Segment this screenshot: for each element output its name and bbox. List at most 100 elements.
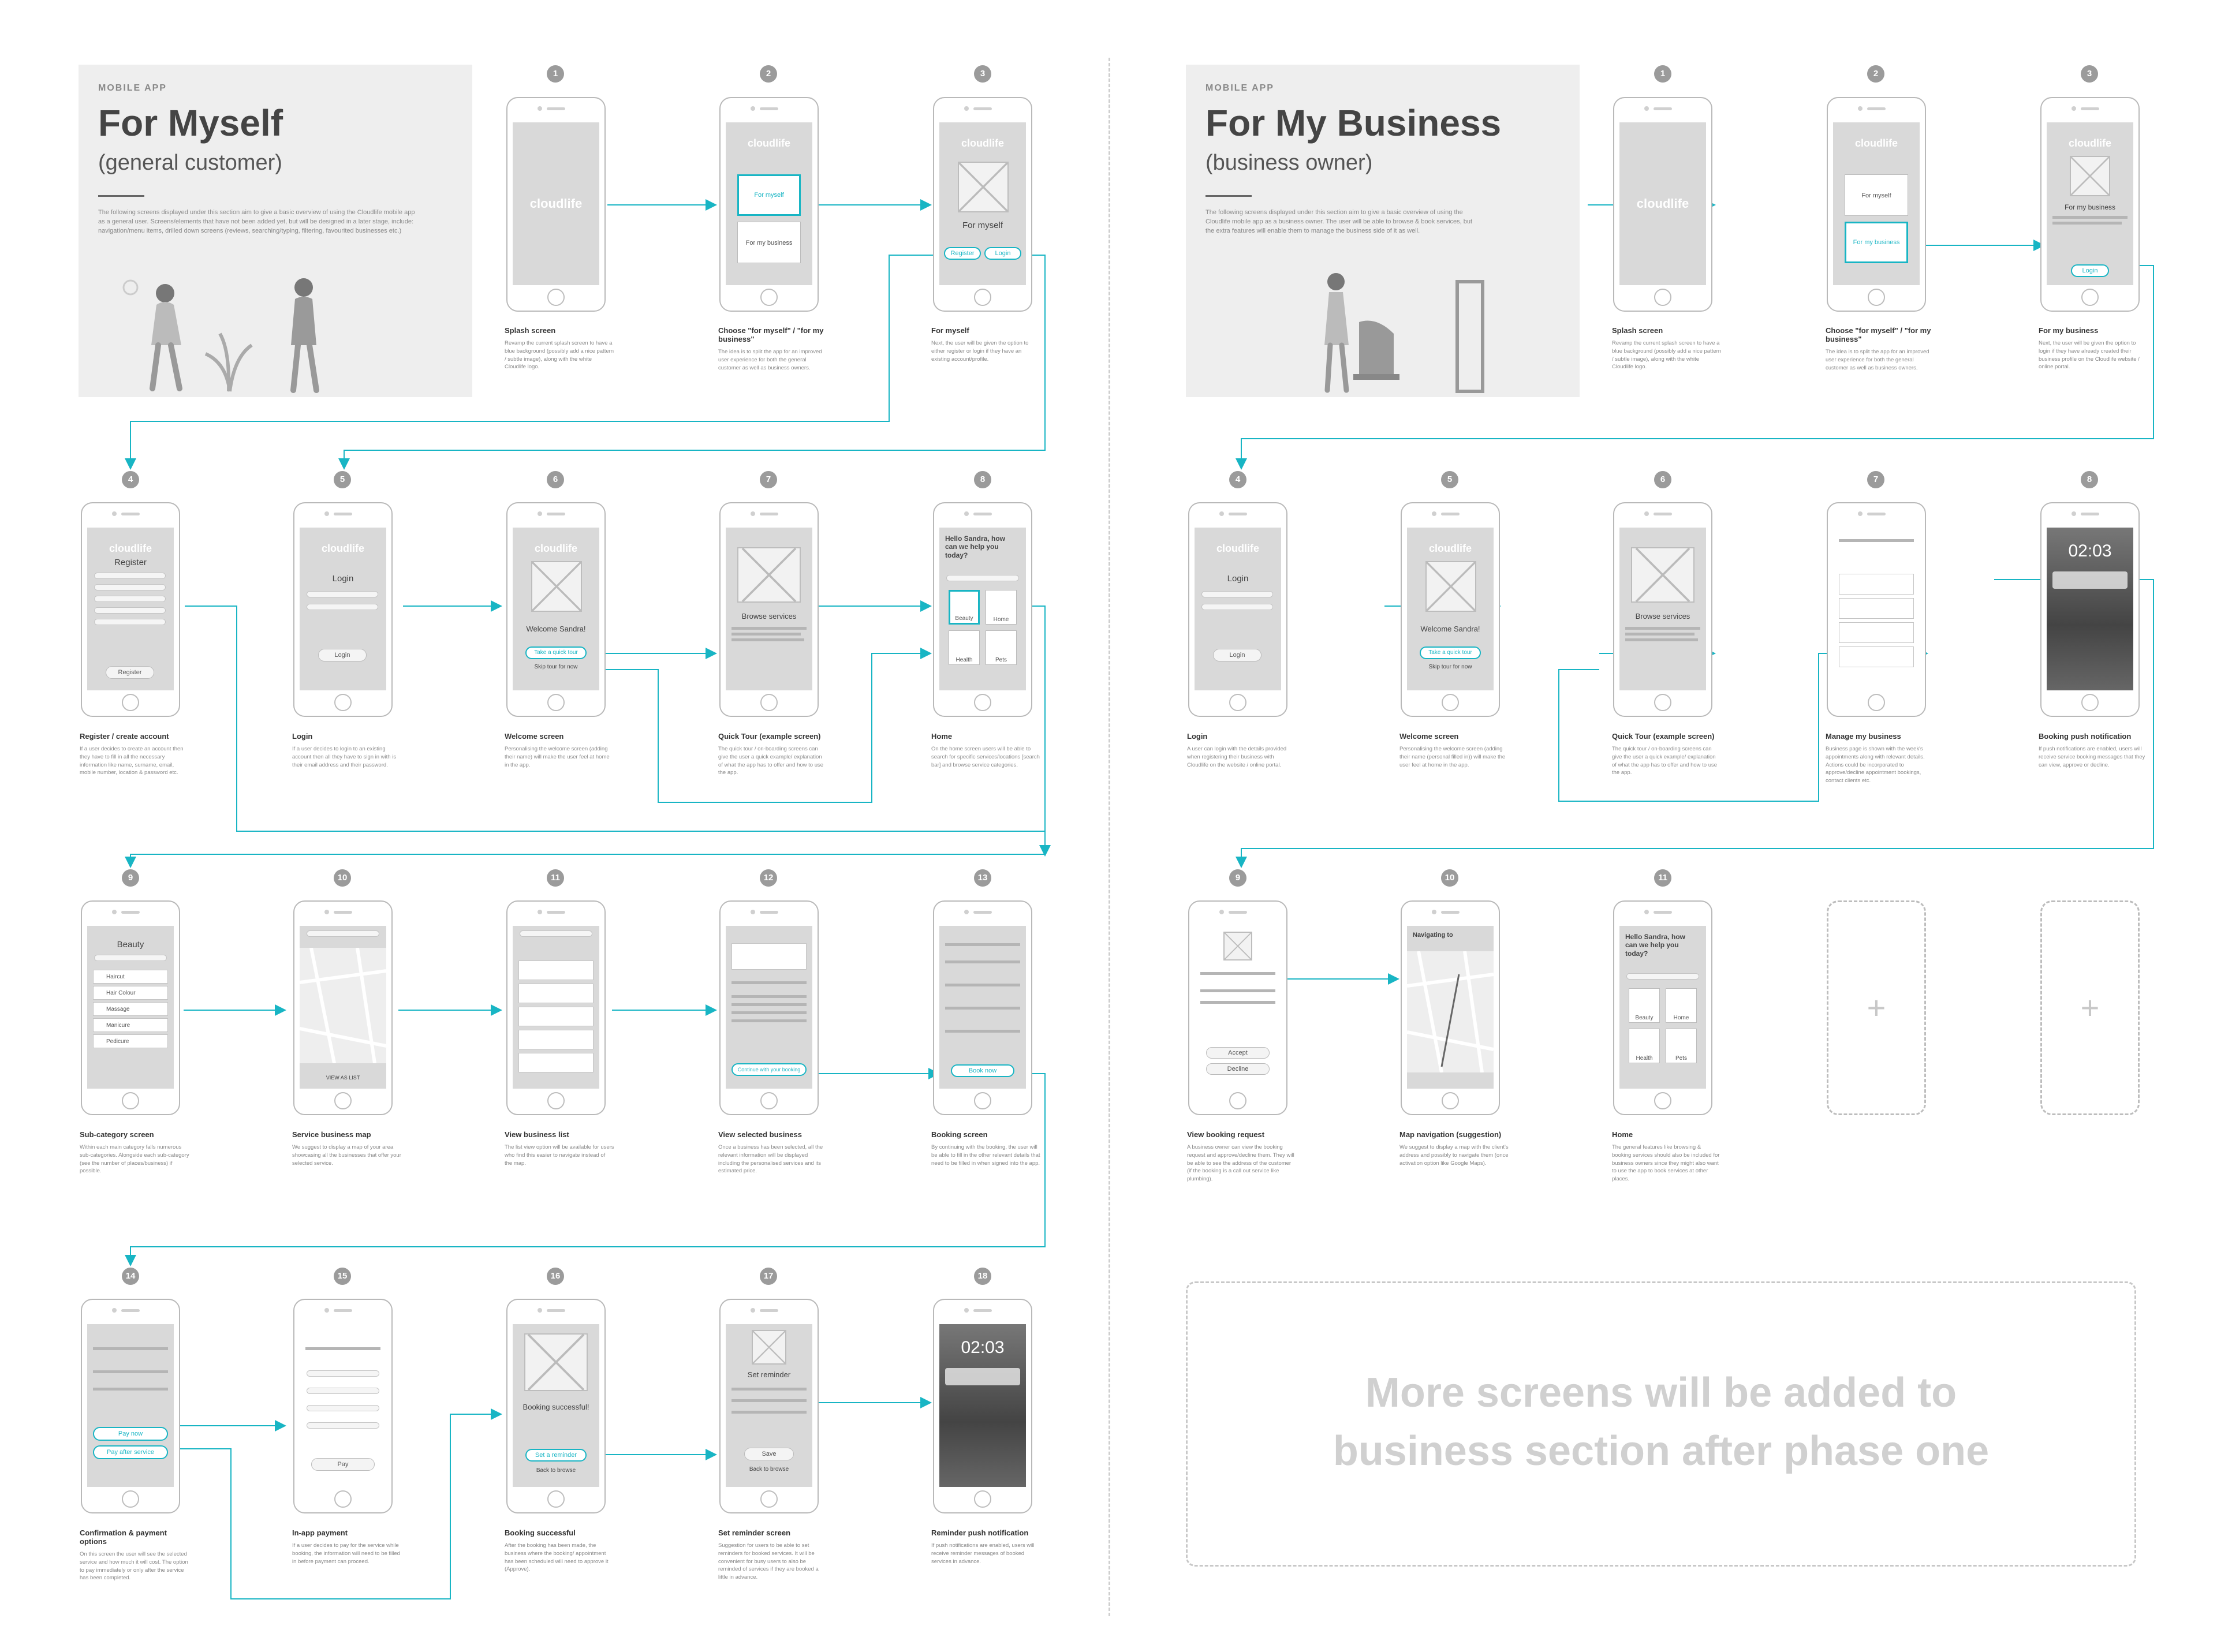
name-field[interactable] (94, 573, 166, 579)
skip-tour-link[interactable]: Skip tour for now (534, 664, 578, 670)
email-field[interactable] (1201, 591, 1273, 597)
for-my-business-card[interactable]: For my business (1845, 222, 1908, 263)
appointment-row[interactable] (1839, 622, 1914, 643)
category-pets[interactable]: Pets (986, 630, 1017, 665)
login-button[interactable]: Login (318, 649, 367, 661)
password-field[interactable] (307, 604, 378, 610)
home-button[interactable] (334, 694, 352, 711)
login-button[interactable]: Login (2071, 264, 2109, 277)
category-beauty[interactable]: Beauty (1629, 988, 1660, 1023)
placeholder-phone-add[interactable]: + (1827, 900, 1926, 1115)
accept-button[interactable]: Accept (1206, 1047, 1270, 1059)
pay-now-button[interactable]: Pay now (93, 1427, 168, 1441)
skip-tour-link[interactable]: Skip tour for now (1428, 664, 1472, 670)
for-myself-card[interactable]: For myself (737, 174, 801, 216)
login-button[interactable]: Login (1213, 649, 1261, 661)
take-tour-button[interactable]: Take a quick tour (525, 646, 587, 659)
list-item[interactable]: Manicure (93, 1018, 168, 1032)
set-reminder-button[interactable]: Set a reminder (525, 1449, 587, 1462)
category-home[interactable]: Home (1666, 988, 1697, 1023)
placeholder-phone-add[interactable]: + (2040, 900, 2140, 1115)
category-health[interactable]: Health (949, 630, 980, 665)
home-button[interactable] (547, 1092, 565, 1109)
home-button[interactable] (974, 1092, 991, 1109)
home-button[interactable] (1654, 289, 1671, 306)
list-item[interactable] (518, 960, 594, 980)
home-button[interactable] (760, 1092, 778, 1109)
pay-after-button[interactable]: Pay after service (93, 1445, 168, 1459)
map-view[interactable] (300, 947, 386, 1064)
home-button[interactable] (760, 289, 778, 306)
list-item[interactable]: Massage (93, 1002, 168, 1016)
home-button[interactable] (334, 1092, 352, 1109)
email-field[interactable] (307, 591, 378, 597)
email-field[interactable] (94, 596, 166, 602)
home-button[interactable] (2081, 694, 2099, 711)
card-number-field[interactable] (307, 1388, 379, 1394)
home-button[interactable] (1229, 1092, 1246, 1109)
decline-button[interactable]: Decline (1206, 1063, 1270, 1075)
search-input[interactable] (946, 575, 1019, 581)
search-input[interactable] (520, 930, 592, 937)
category-home[interactable]: Home (986, 590, 1017, 625)
home-button[interactable] (547, 289, 565, 306)
category-pets[interactable]: Pets (1666, 1029, 1697, 1063)
appointment-row[interactable] (1839, 646, 1914, 667)
password-field[interactable] (94, 619, 166, 625)
list-item[interactable] (518, 984, 594, 1003)
home-button[interactable] (1654, 1092, 1671, 1109)
home-button[interactable] (1442, 1092, 1459, 1109)
map-view[interactable] (1407, 951, 1494, 1073)
card-type-field[interactable] (307, 1370, 379, 1377)
search-input[interactable] (94, 955, 167, 961)
home-button[interactable] (122, 1490, 139, 1508)
list-item[interactable]: Pedicure (93, 1034, 168, 1048)
home-button[interactable] (1868, 289, 1885, 306)
list-item[interactable] (518, 1007, 594, 1026)
home-button[interactable] (122, 1092, 139, 1109)
continue-booking-button[interactable]: Continue with your booking (731, 1063, 807, 1076)
home-button[interactable] (547, 1490, 565, 1508)
category-health[interactable]: Health (1629, 1029, 1660, 1063)
location-field[interactable] (94, 607, 166, 614)
appointment-row[interactable] (1839, 574, 1914, 595)
for-my-business-card[interactable]: For my business (737, 222, 801, 263)
home-button[interactable] (122, 694, 139, 711)
pay-button[interactable]: Pay (311, 1458, 375, 1471)
home-button[interactable] (974, 289, 991, 306)
notification-banner[interactable] (2052, 571, 2128, 589)
back-to-browse-link[interactable]: Back to browse (749, 1466, 789, 1472)
view-list-link[interactable]: VIEW AS LIST (326, 1075, 360, 1081)
list-item[interactable]: Hair Colour (93, 986, 168, 1000)
home-button[interactable] (1654, 694, 1671, 711)
back-to-browse-link[interactable]: Back to browse (536, 1467, 576, 1474)
home-button[interactable] (2081, 289, 2099, 306)
password-field[interactable] (1201, 604, 1273, 610)
save-button[interactable]: Save (744, 1448, 794, 1460)
book-now-button[interactable]: Book now (951, 1064, 1014, 1077)
for-myself-card[interactable]: For myself (1845, 174, 1908, 216)
card-expiry-field[interactable] (307, 1422, 379, 1429)
category-beauty[interactable]: Beauty (949, 590, 980, 625)
search-input[interactable] (307, 930, 379, 937)
home-button[interactable] (1442, 694, 1459, 711)
home-button[interactable] (974, 694, 991, 711)
home-button[interactable] (974, 1490, 991, 1508)
login-button[interactable]: Login (984, 247, 1021, 260)
notification-banner[interactable] (945, 1368, 1020, 1385)
surname-field[interactable] (94, 584, 166, 590)
register-button[interactable]: Register (944, 247, 981, 260)
list-item[interactable] (518, 1030, 594, 1049)
take-tour-button[interactable]: Take a quick tour (1420, 646, 1481, 659)
home-button[interactable] (1229, 694, 1246, 711)
home-button[interactable] (1868, 694, 1885, 711)
home-button[interactable] (760, 694, 778, 711)
card-name-field[interactable] (307, 1405, 379, 1411)
register-button[interactable]: Register (106, 666, 154, 679)
search-input[interactable] (1626, 973, 1699, 980)
appointment-row[interactable] (1839, 598, 1914, 619)
home-button[interactable] (547, 694, 565, 711)
home-button[interactable] (334, 1490, 352, 1508)
list-item[interactable]: Haircut (93, 970, 168, 984)
list-item[interactable] (518, 1053, 594, 1072)
